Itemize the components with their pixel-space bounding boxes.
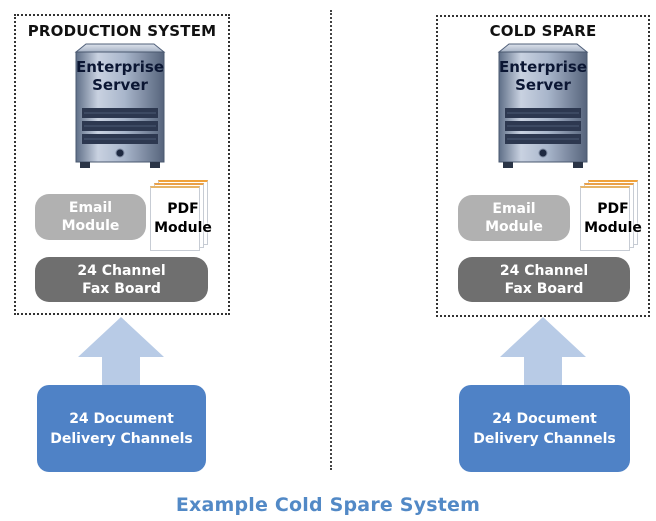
server-label: Enterprise Server: [498, 58, 588, 94]
up-arrow-icon: [500, 317, 586, 385]
email-module: Email Module: [458, 195, 570, 241]
cold-spare-title: COLD SPARE: [489, 22, 597, 40]
delivery-channels-box: 24 Document Delivery Channels: [37, 385, 206, 472]
email-module: Email Module: [35, 194, 146, 240]
pdf-module: PDF Module: [150, 180, 220, 256]
pdf-module-label: PDF Module: [154, 201, 212, 236]
diagram-caption: Example Cold Spare System: [175, 494, 481, 516]
fax-board: 24 Channel Fax Board: [458, 257, 630, 302]
pdf-module-label: PDF Module: [584, 201, 642, 236]
server-tower-icon: Enterprise Server: [72, 42, 168, 172]
up-arrow-icon: [78, 317, 164, 385]
cold-spare-group: [436, 15, 650, 317]
production-system-title: PRODUCTION SYSTEM: [27, 22, 217, 40]
delivery-channels-box: 24 Document Delivery Channels: [459, 385, 630, 472]
production-system-group: [14, 14, 230, 315]
fax-board: 24 Channel Fax Board: [35, 257, 208, 302]
server-label: Enterprise Server: [75, 58, 165, 94]
server-tower-icon: Enterprise Server: [495, 42, 591, 172]
divider: [330, 10, 332, 470]
pdf-module: PDF Module: [580, 180, 650, 256]
